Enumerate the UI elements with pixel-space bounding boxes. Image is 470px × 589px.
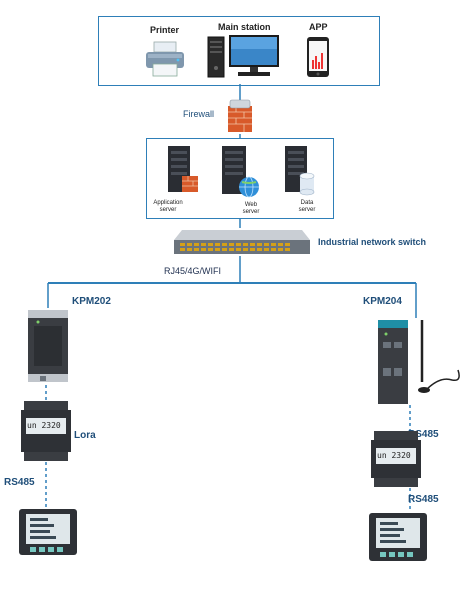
firewall-label: Firewall bbox=[183, 109, 215, 119]
left-rs485-label: RS485 bbox=[4, 477, 35, 488]
kpm204-gateway-icon bbox=[378, 320, 460, 404]
link-type-label: RJ45/4G/WIFI bbox=[164, 266, 222, 276]
kpm204-label: KPM204 bbox=[363, 296, 402, 307]
main-station-label: Main station bbox=[218, 22, 271, 32]
computer-tower-icon bbox=[207, 36, 225, 78]
right-din-meter-display: un 2320 bbox=[377, 451, 411, 460]
phone-app-icon bbox=[307, 37, 329, 77]
network-switch-label: Industrial network switch bbox=[318, 237, 427, 247]
kpm202-label: KPM202 bbox=[72, 296, 111, 307]
lora-label: Lora bbox=[74, 430, 96, 441]
data-server-label: Data server bbox=[298, 200, 316, 213]
application-server-label: Application server bbox=[153, 200, 183, 213]
right-rs485-label-1: RS485 bbox=[408, 429, 439, 440]
web-server-icon bbox=[222, 146, 259, 198]
left-din-meter-display: un 2320 bbox=[27, 421, 61, 430]
kpm202-gateway-icon bbox=[28, 310, 68, 382]
left-din-meter-icon bbox=[21, 401, 71, 461]
printer-icon bbox=[146, 41, 184, 77]
app-label: APP bbox=[309, 22, 328, 32]
network-switch-icon bbox=[174, 230, 310, 254]
right-rs485-label-2: RS485 bbox=[408, 494, 439, 505]
printer-label: Printer bbox=[150, 25, 180, 35]
data-server-icon bbox=[285, 146, 315, 196]
monitor-icon bbox=[229, 35, 279, 76]
firewall-icon bbox=[228, 99, 252, 132]
application-server-icon bbox=[168, 146, 198, 192]
web-server-label: Web server bbox=[242, 202, 260, 215]
right-panel-meter-icon bbox=[369, 513, 427, 561]
right-din-meter-icon bbox=[371, 431, 421, 487]
left-panel-meter-icon bbox=[19, 509, 77, 555]
